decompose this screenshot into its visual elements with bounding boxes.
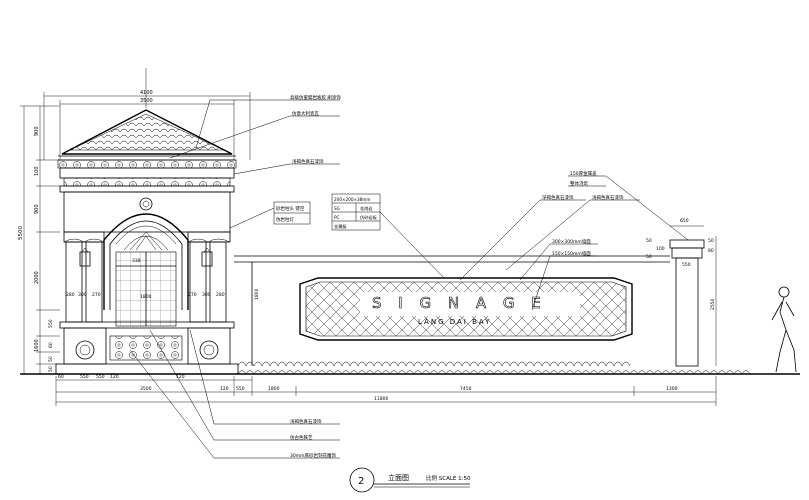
dim-bottom-row-3: 550: [236, 386, 245, 392]
dim-left-9: 50: [48, 366, 54, 372]
annotation-bottom-1: 浅褐色真石漆饰: [290, 418, 322, 425]
annotation-top-2: 仿意大利瓷瓦: [292, 110, 319, 117]
annotation-mid-2: 仿岩柱灯: [276, 216, 294, 223]
dim-bottom-total: 11800: [374, 396, 388, 402]
dim-base-2: 550: [80, 374, 89, 380]
dim-pillar-5: 50: [708, 238, 714, 244]
dim-col-e: 300: [202, 292, 211, 298]
signage-main-text: S I G N A G E: [372, 294, 547, 312]
signage-panel: S I G N A G E LANG DAI BAY: [299, 277, 633, 341]
annotation-mid: 砂岩柱头 镂空 仿岩柱灯: [229, 201, 311, 229]
dim-left-5: 1600: [34, 339, 40, 352]
annotation-top-3: 浅褐色真石漆饰: [292, 158, 324, 165]
dim-pillar-3: 50: [646, 254, 652, 260]
annotation-wall: 深褐色真石漆饰 浅褐色真石漆饰 300×300mm墙面 150×150mm墙面: [459, 194, 640, 311]
annotation-mid-1: 砂岩柱头 镂空: [276, 205, 305, 212]
dim-base-5: 120: [176, 374, 185, 380]
dim-pillar-height: 2550: [710, 298, 716, 310]
annotation-wall-3: 300×300mm墙面: [552, 238, 591, 245]
annotation-top: 高级仿蜜蜡岩板胶 刷涂饰 仿意大利瓷瓦 浅褐色真石漆饰: [169, 94, 341, 175]
gate-house: 1800 338 280 300 270 270 300 280: [55, 109, 239, 375]
dim-left-7: 60: [48, 342, 54, 348]
dim-col-d: 270: [188, 292, 197, 298]
drawing-scale: 比例 SCALE 1:50: [426, 474, 471, 482]
dim-top-sub: 3500: [140, 98, 153, 104]
dim-left-total: 5500: [18, 226, 24, 240]
signage-sub-text: LANG DAI BAY: [418, 318, 491, 326]
title-block: 2 立面图 比例 SCALE 1:50: [349, 467, 471, 493]
dim-pillar-2: 100: [656, 246, 665, 252]
dim-pillar-4: 550: [682, 262, 691, 268]
dim-left-6: 550: [48, 319, 54, 328]
material-1: 200×200×38mm: [334, 197, 371, 202]
left-dimension-chain: 5500 900 100 900 2000 1600 550 60 50 50: [18, 105, 60, 375]
dim-base-3: 550: [96, 374, 105, 380]
dim-base-1: 60: [58, 374, 64, 380]
dim-bottom-row-6: 1300: [666, 386, 678, 392]
dim-left-1: 900: [34, 126, 40, 136]
top-dimensions: 4100 3500: [43, 68, 251, 160]
dim-bottom-row-1: 3500: [140, 386, 152, 392]
bottom-dimensions: 60 550 550 120 120 3500 120 550 1800 745…: [55, 374, 717, 406]
dim-top-overall: 4100: [140, 90, 153, 96]
sheet-number: 2: [358, 476, 364, 487]
dim-pillar-1: 50: [646, 238, 652, 244]
dim-bottom-row-2: 120: [220, 386, 229, 392]
ground-planting: [20, 361, 800, 375]
annotation-pillar-1: 150厚金属盖: [570, 170, 597, 177]
material-3: PC: [334, 215, 340, 220]
dim-wall-height: 1800: [254, 288, 260, 300]
right-pillar: 650 2550 50 100 50 550 50 80: [646, 218, 717, 367]
dim-left-2: 100: [34, 166, 40, 176]
dim-left-4: 2000: [34, 271, 40, 284]
annotation-bottom-2: 仿古色铁艺: [290, 434, 313, 441]
dim-col-c: 270: [92, 292, 101, 298]
material-2: SG: [334, 206, 340, 211]
dim-col-b: 300: [78, 292, 87, 298]
scale-figure-icon: [771, 286, 797, 373]
material-3b: 仿砂岩板: [360, 214, 378, 221]
annotation-wall-2: 浅褐色真石漆饰: [592, 194, 624, 201]
dim-left-8: 50: [48, 356, 54, 362]
dim-bottom-row-4: 1800: [268, 386, 280, 392]
annotation-top-1: 高级仿蜜蜡岩板胶 刷涂饰: [290, 94, 341, 101]
annotation-pillar: 150厚金属盖 整体浇筑: [568, 170, 689, 241]
dim-gate-width: 1800: [140, 294, 152, 300]
dim-bottom-row-5: 7450: [460, 386, 472, 392]
annotation-material-table: 200×200×38mm SG 花岗岩 PC 仿砂岩板 金属板: [331, 193, 445, 279]
dim-left-3: 900: [34, 204, 40, 214]
annotation-bottom: 浅褐色真石漆饰 仿古色铁艺 30mm厚砂岩刻花雕饰: [129, 329, 340, 459]
drawing-title: 立面图: [388, 473, 409, 482]
dim-gate-inner: 338: [132, 258, 141, 264]
annotation-wall-4: 150×150mm墙面: [552, 250, 591, 257]
dim-right-small: 80: [708, 248, 714, 254]
material-2b: 花岗岩: [360, 205, 373, 212]
dim-pillar-width: 650: [680, 218, 689, 224]
dim-col-a: 280: [66, 292, 75, 298]
annotation-wall-1: 深褐色真石漆饰: [542, 194, 574, 201]
dim-col-f: 280: [216, 292, 225, 298]
dim-base-4: 120: [110, 374, 119, 380]
annotation-bottom-3: 30mm厚砂岩刻花雕饰: [290, 452, 336, 459]
material-4: 金属板: [334, 223, 347, 230]
annotation-pillar-2: 整体浇筑: [570, 180, 588, 187]
